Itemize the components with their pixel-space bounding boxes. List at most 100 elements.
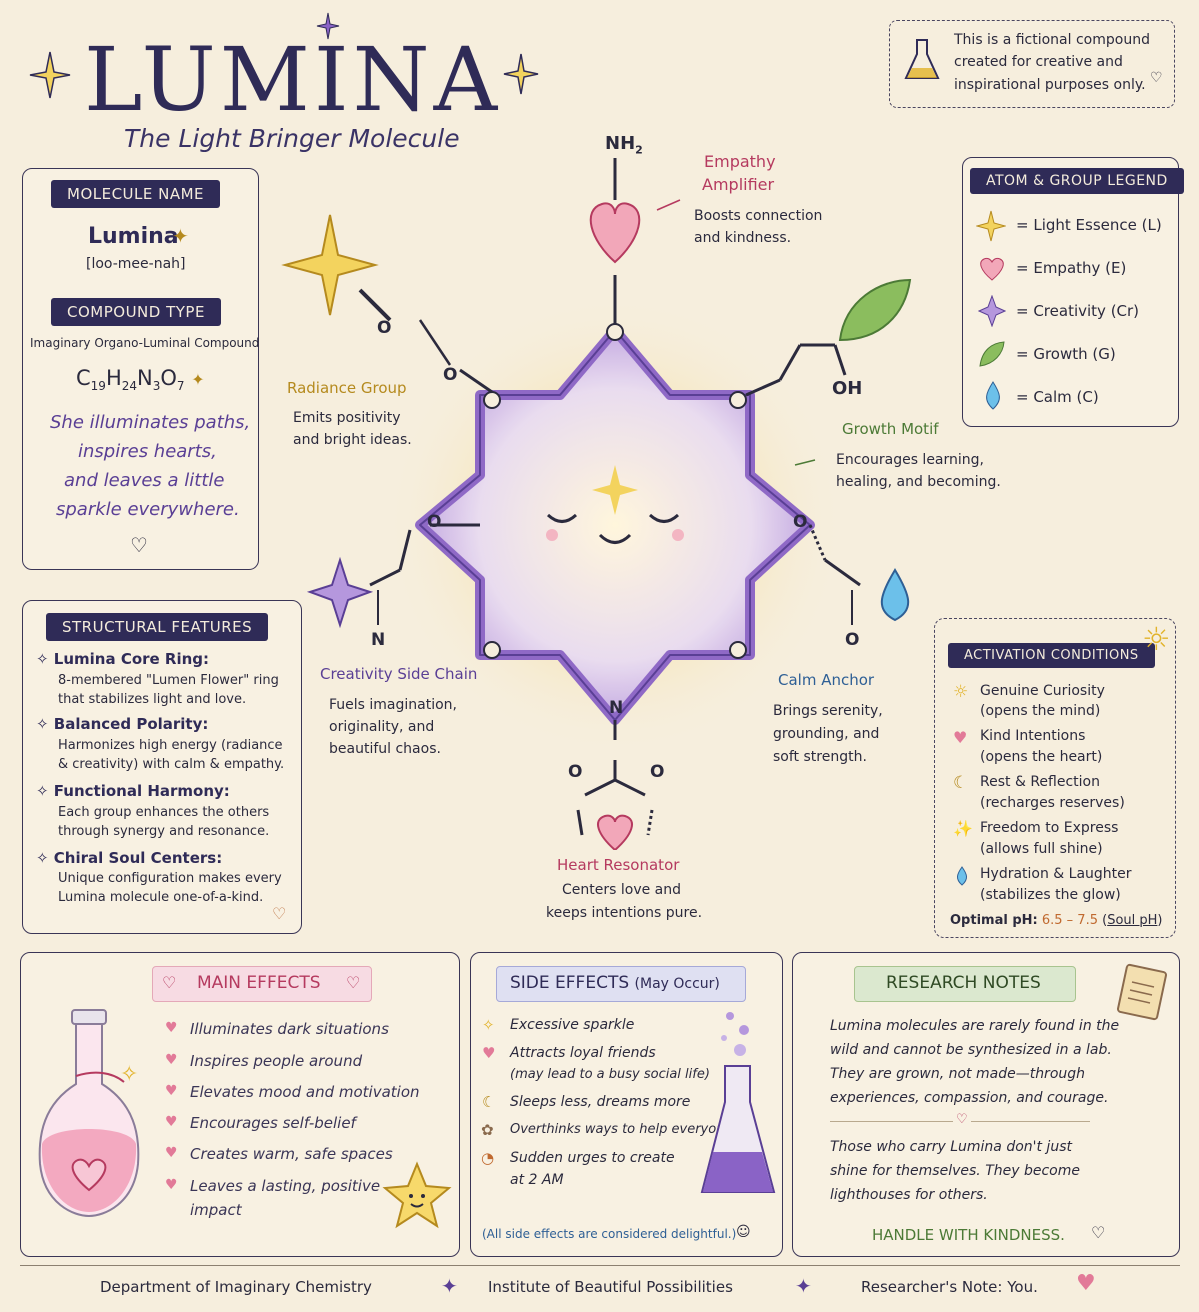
molecule-name-tag: MOLECULE NAME (51, 180, 221, 208)
main-effect-item: Illuminates dark situations (190, 1020, 389, 1038)
activation-title: Freedom to Express (980, 820, 1119, 836)
heart-icon: ♥ (165, 1052, 178, 1068)
heart-desc: Centers love and (562, 882, 682, 898)
radiance-title: Radiance Group (287, 379, 407, 397)
feature-line: through synergy and resonance. (58, 824, 270, 839)
research-p1-line: Lumina molecules are rarely found in the (830, 1018, 1120, 1034)
disclaimer-box (889, 20, 1175, 108)
handle-with-kindness: HANDLE WITH KINDNESS. (872, 1226, 1065, 1244)
structural-features-card (22, 600, 302, 934)
footer-middle: Institute of Beautiful Possibilities (488, 1278, 733, 1296)
drop-icon (957, 866, 967, 886)
heart-icon: ♥ (482, 1044, 496, 1062)
research-p1-line: They are grown, not made—through (830, 1066, 1086, 1082)
feature-line: that stabilizes light and love. (58, 692, 247, 707)
sparkle-icon: ✦ (441, 1274, 458, 1298)
main-effects-tag: MAIN EFFECTS (197, 973, 321, 993)
legend-item-label: = Light Essence (L) (1016, 216, 1162, 234)
feature-title: ✧ Functional Harmony: (36, 782, 230, 800)
side-effect-item: Sudden urges to create (510, 1150, 675, 1166)
star-icon (976, 210, 1006, 242)
legend-item-label: = Creativity (Cr) (1016, 302, 1140, 320)
activation-title: Genuine Curiosity (980, 683, 1105, 699)
calm-desc: Brings serenity, (773, 703, 883, 719)
compound-type: Imaginary Organo-Luminal Compound (30, 336, 260, 350)
side-effects-footer: (All side effects are considered delight… (482, 1227, 737, 1241)
research-p2-line: Those who carry Lumina don't just (830, 1139, 1072, 1155)
o-atom-label: O (845, 630, 860, 650)
molecule-card (22, 168, 259, 570)
legend-item-label: = Empathy (E) (1016, 259, 1127, 277)
drop-icon (880, 568, 910, 622)
legend-item-label: = Calm (C) (1016, 388, 1099, 406)
main-effect-item: Creates warm, safe spaces (190, 1145, 393, 1163)
quote-line: She illuminates paths, (50, 412, 251, 433)
sparkle-icon (29, 51, 71, 99)
bubbling-flask-icon (700, 1012, 776, 1193)
star-icon (316, 12, 340, 40)
main-effect-item: Leaves a lasting, positive (190, 1177, 381, 1195)
oh-label: OH (832, 378, 863, 399)
o-atom-label: O (650, 762, 665, 782)
brain-icon: ✿ (481, 1121, 494, 1139)
diamond-icon (306, 556, 374, 629)
side-effect-sub: at 2 AM (510, 1172, 564, 1188)
molecule-diagram (281, 158, 912, 850)
moon-icon: ☾ (482, 1093, 496, 1111)
heart-desc: keeps intentions pure. (546, 905, 703, 921)
moon-icon: ☾ (953, 773, 969, 793)
leaf-icon (979, 341, 1005, 367)
quote-line: inspires hearts, (78, 441, 217, 462)
n-left-label: N (371, 630, 386, 650)
eye-right (648, 513, 680, 523)
main-effect-item: Encourages self-belief (190, 1114, 356, 1132)
leaf-icon (838, 278, 912, 342)
feature-line: 8-membered "Lumen Flower" ring (58, 673, 279, 688)
disclaimer-line-1: This is a fictional compound (954, 32, 1150, 48)
research-tag: RESEARCH NOTES (886, 973, 1041, 993)
heart-icon (589, 202, 641, 264)
page-subtitle: The Light Bringer Molecule (124, 124, 460, 153)
heart-icon: ♡ (162, 973, 177, 992)
heart-icon: ♡ (130, 533, 148, 557)
pronunciation: [loo-mee-nah] (86, 256, 186, 272)
star-icon (592, 465, 638, 515)
research-tag-box (854, 966, 1076, 1002)
heart-icon (596, 814, 634, 850)
formula: C19H24N3O7 ✦ (76, 366, 205, 394)
disclaimer-line-3: inspirational purposes only. (954, 77, 1146, 93)
palette-icon: ◔ (481, 1149, 495, 1167)
potion-flask-icon (38, 1009, 140, 1218)
empathy-title: Empathy (704, 152, 776, 171)
empathy-title: Amplifier (702, 175, 775, 194)
side-effects-tag-box (496, 966, 746, 1002)
activation-sub: (opens the mind) (980, 703, 1101, 719)
creativity-desc: Fuels imagination, (329, 697, 458, 713)
sparkle-icon: ✦ (172, 224, 189, 248)
creativity-desc: beautiful chaos. (329, 741, 441, 757)
activation-card (934, 618, 1176, 938)
drop-icon (986, 381, 1000, 410)
research-p1-line: wild and cannot be synthesized in a lab. (830, 1042, 1112, 1058)
radiance-desc: Emits positivity (293, 410, 401, 426)
heart-title: Heart Resonator (557, 856, 680, 874)
compound-type-tag: COMPOUND TYPE (51, 298, 221, 326)
page-title: LUMINA (84, 28, 502, 131)
eye-left (546, 513, 578, 523)
heart-icon: ♡ (1091, 1223, 1106, 1242)
heart-icon: ♥ (165, 1177, 178, 1193)
flask-icon (904, 39, 940, 79)
side-effect-item: Excessive sparkle (510, 1017, 635, 1033)
research-notes-card (792, 952, 1180, 1257)
footer-divider (20, 1265, 1180, 1266)
feature-title: ✧ Lumina Core Ring: (36, 650, 210, 668)
sparkle-icon (503, 53, 539, 95)
feature-line: Each group enhances the others (58, 805, 270, 820)
research-p2-line: shine for themselves. They become (830, 1163, 1080, 1179)
heart-icon: ♥ (165, 1083, 178, 1099)
activation-sub: (stabilizes the glow) (980, 887, 1121, 903)
nh2-label: NH2 (605, 133, 643, 157)
diamond-icon (978, 295, 1006, 327)
activation-title: Rest & Reflection (980, 774, 1100, 790)
